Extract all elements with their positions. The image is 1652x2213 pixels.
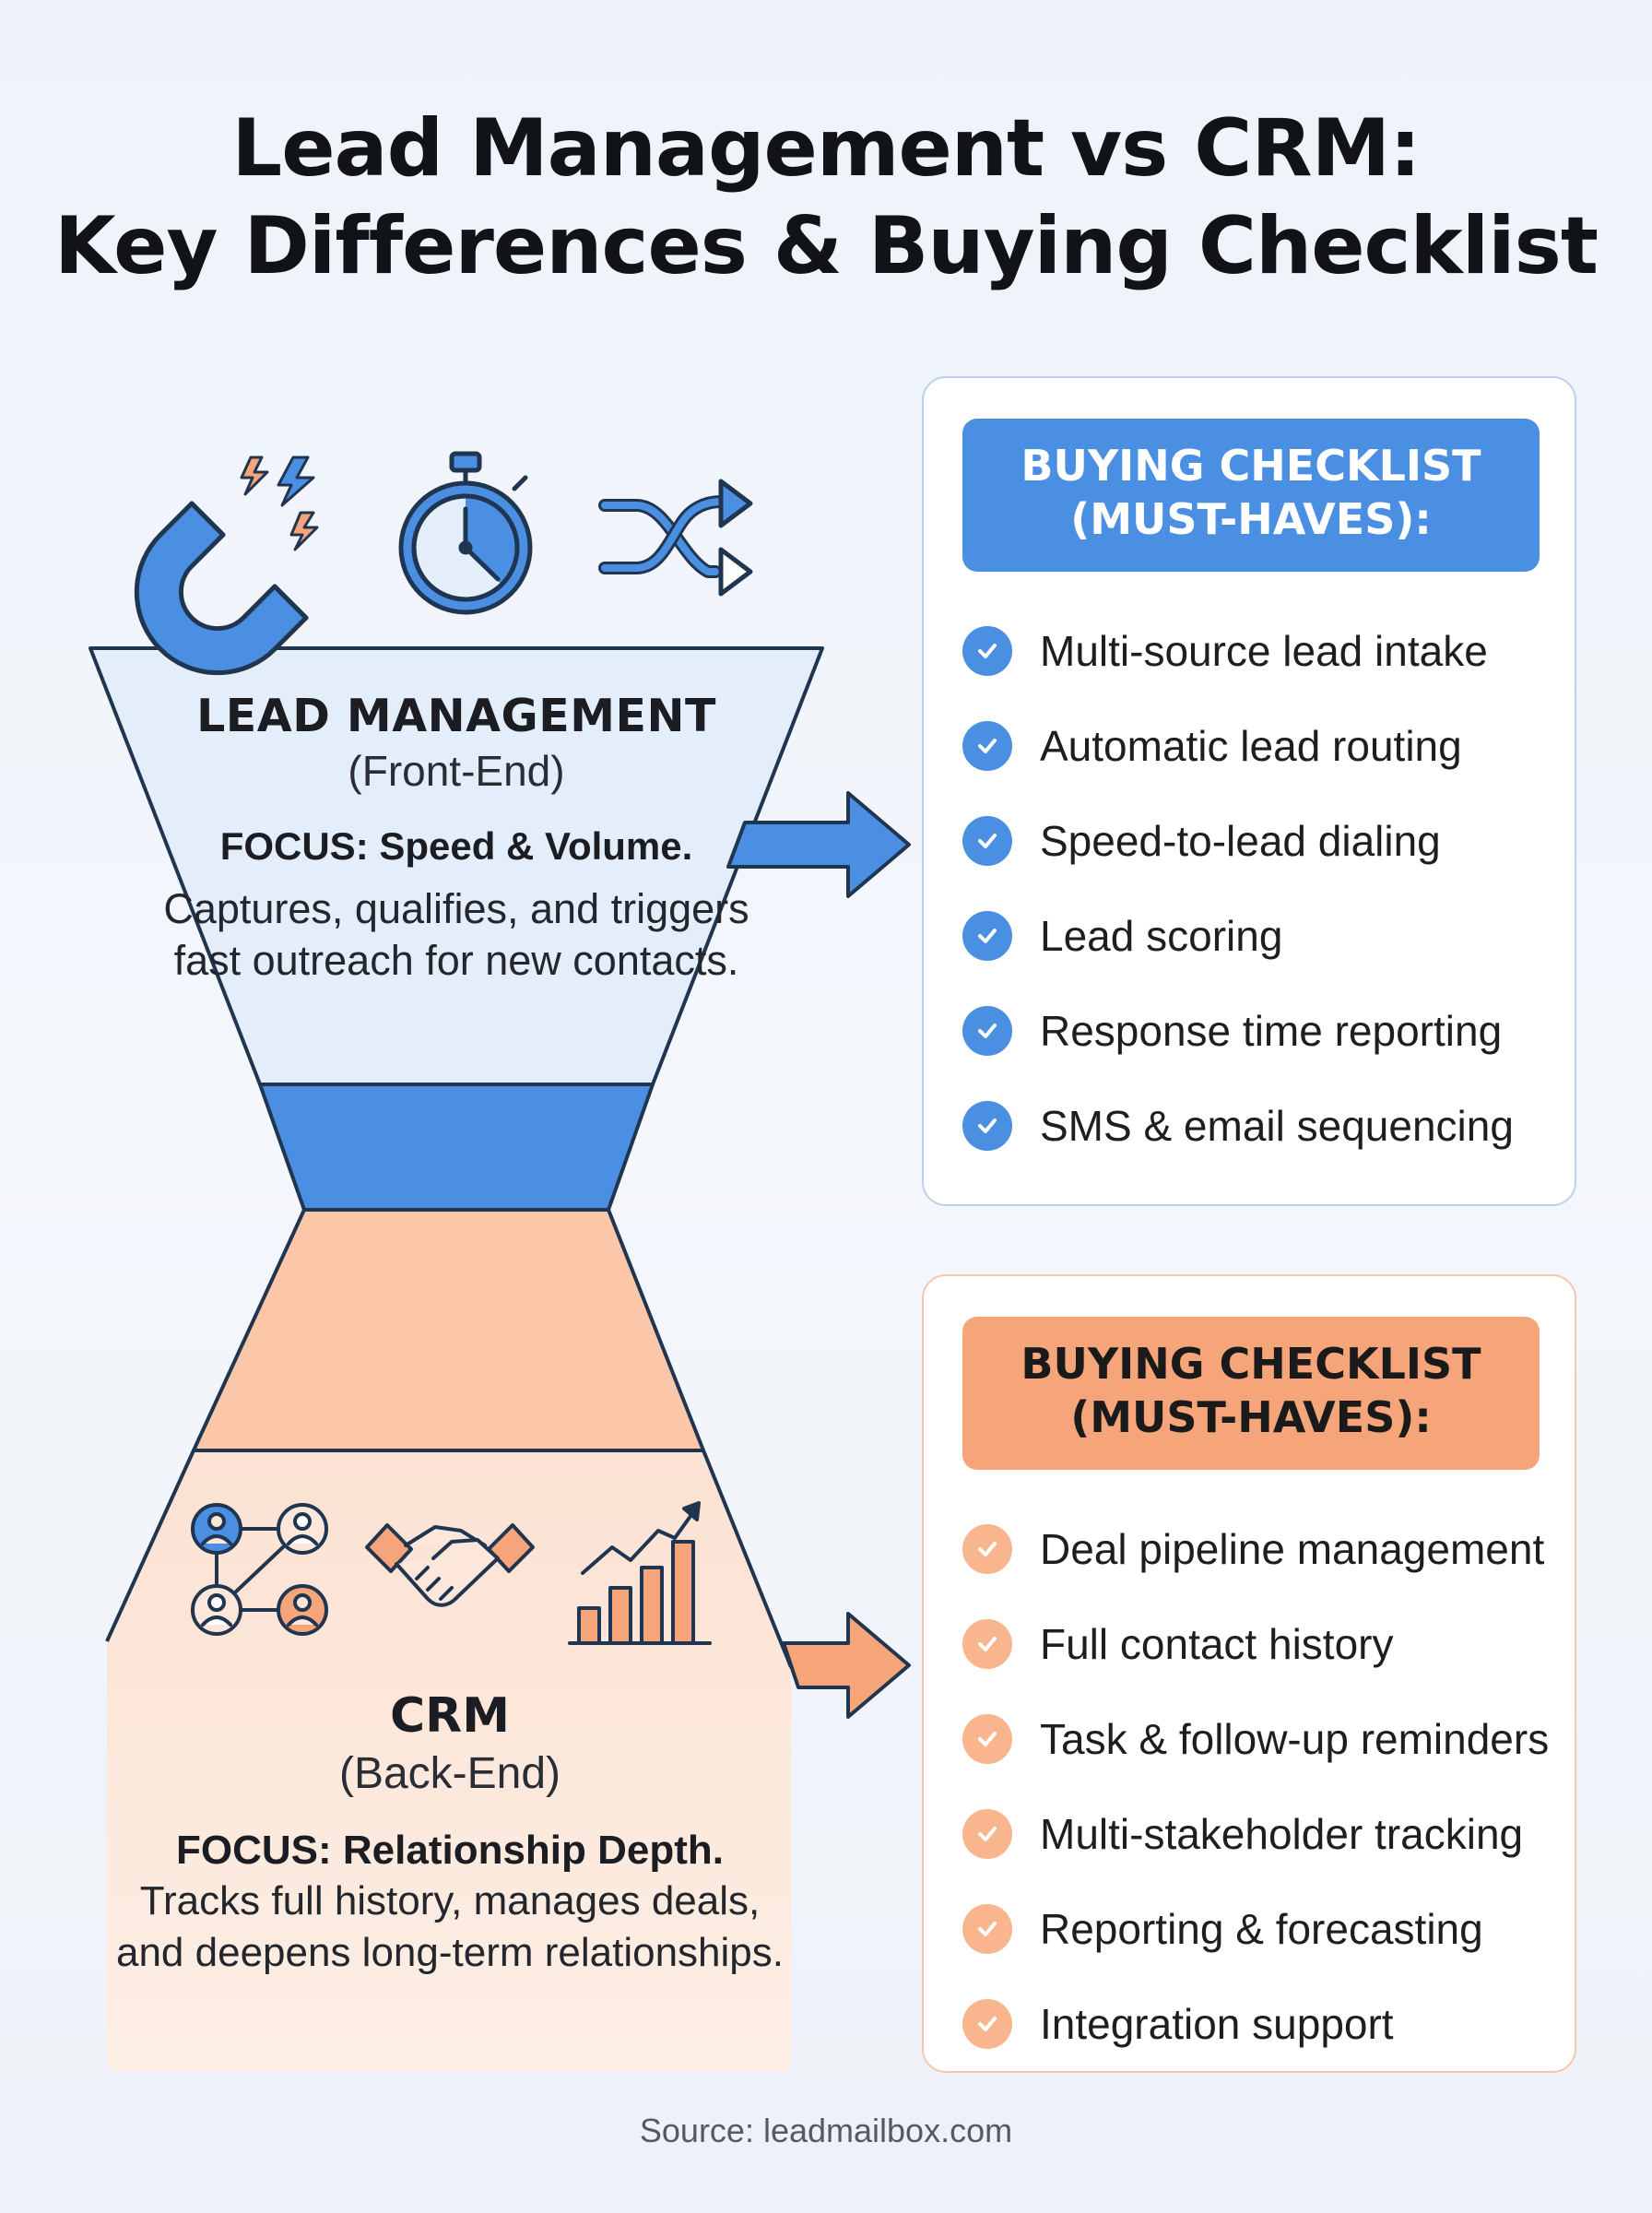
list-item: Reporting & forecasting (962, 1881, 1571, 1976)
checkmark-icon (962, 1808, 1012, 1859)
page-title: Lead Management vs CRM: Key Differences … (0, 100, 1652, 295)
checkmark-icon (962, 1713, 1012, 1764)
handshake-icon (365, 1523, 535, 1607)
checkmark-icon (962, 720, 1012, 771)
list-item: Speed-to-lead dialing (962, 793, 1571, 888)
lead-focus: FOCUS: Speed & Volume. (219, 824, 693, 868)
checkmark-icon (962, 1523, 1012, 1574)
list-item: Multi-stakeholder tracking (962, 1786, 1571, 1881)
list-item: Full contact history (962, 1596, 1571, 1691)
crm-funnel-outline (105, 1449, 793, 1668)
list-item: Automatic lead routing (962, 698, 1571, 793)
funnel-neck-blue (258, 1083, 655, 1212)
list-item: SMS & email sequencing (962, 1078, 1571, 1173)
magnet-icon (134, 456, 319, 676)
crm-checklist-header-line-1: BUYING CHECKLIST (1021, 1339, 1481, 1389)
list-item-label: Automatic lead routing (1040, 721, 1462, 770)
list-item: Task & follow-up reminders (962, 1691, 1571, 1786)
crm-checklist-panel: BUYING CHECKLIST (MUST-HAVES): Deal pipe… (922, 1274, 1576, 2073)
lead-subheading: (Front-End) (348, 747, 565, 795)
lead-description: Captures, qualifies, and triggers fast o… (163, 885, 749, 984)
checkmark-icon (962, 1903, 1012, 1954)
list-item: Response time reporting (962, 983, 1571, 1078)
list-item-label: Speed-to-lead dialing (1040, 816, 1441, 865)
lead-checklist-panel: BUYING CHECKLIST (MUST-HAVES): Multi-sou… (922, 376, 1576, 1206)
list-item: Integration support (962, 1976, 1571, 2071)
growth-chart-icon (568, 1501, 712, 1645)
crm-text: CRM (Back-End) FOCUS: Relationship Depth… (109, 1687, 791, 1979)
lead-checklist-header-line-1: BUYING CHECKLIST (1021, 441, 1481, 491)
title-line-2: Key Differences & Buying Checklist (54, 200, 1599, 292)
list-item-label: Reporting & forecasting (1040, 1904, 1483, 1953)
lead-heading: LEAD MANAGEMENT (196, 690, 716, 742)
list-item: Multi-source lead intake (962, 603, 1571, 698)
crm-checklist-items: Deal pipeline management Full contact hi… (962, 1501, 1571, 2071)
funnel-neck-orange (192, 1208, 705, 1452)
checkmark-icon (962, 1100, 1012, 1151)
crm-heading: CRM (390, 1688, 510, 1744)
lead-management-text: LEAD MANAGEMENT (Front-End) FOCUS: Speed… (138, 690, 774, 987)
list-item-label: Task & follow-up reminders (1040, 1714, 1550, 1763)
source-credit: Source: leadmailbox.com (639, 2112, 1013, 2149)
list-item-label: Deal pipeline management (1040, 1524, 1545, 1573)
checkmark-icon (962, 1618, 1012, 1669)
checkmark-icon (962, 910, 1012, 961)
crm-subheading: (Back-End) (338, 1749, 561, 1798)
lead-checklist-header-line-2: (MUST-HAVES): (1070, 494, 1432, 544)
list-item-label: Multi-stakeholder tracking (1040, 1809, 1524, 1858)
crm-description: Tracks full history, manages deals, and … (115, 1878, 784, 1975)
crm-checklist-header: BUYING CHECKLIST (MUST-HAVES): (962, 1317, 1540, 1470)
list-item-label: Integration support (1040, 1999, 1394, 2048)
checkmark-icon (962, 1005, 1012, 1056)
list-item-label: Response time reporting (1040, 1006, 1503, 1055)
arrow-to-crm-checklist (782, 1612, 911, 1719)
list-item: Deal pipeline management (962, 1501, 1571, 1596)
checkmark-icon (962, 625, 1012, 676)
lead-checklist-items: Multi-source lead intake Automatic lead … (962, 603, 1571, 1173)
list-item-label: Full contact history (1040, 1619, 1394, 1668)
arrow-to-lead-checklist (726, 791, 911, 898)
lead-checklist-header: BUYING CHECKLIST (MUST-HAVES): (962, 419, 1540, 572)
list-item: Lead scoring (962, 888, 1571, 983)
crm-checklist-header-line-2: (MUST-HAVES): (1070, 1392, 1432, 1442)
list-item-label: Multi-source lead intake (1040, 626, 1488, 675)
crm-focus: FOCUS: Relationship Depth. (176, 1828, 724, 1873)
network-icon (191, 1503, 328, 1636)
stopwatch-icon (398, 451, 533, 615)
list-item-label: SMS & email sequencing (1040, 1101, 1514, 1150)
list-item-label: Lead scoring (1040, 911, 1283, 960)
checkmark-icon (962, 815, 1012, 866)
title-line-1: Lead Management vs CRM: (231, 102, 1421, 195)
checkmark-icon (962, 1998, 1012, 2049)
shuffle-icon (598, 479, 753, 597)
